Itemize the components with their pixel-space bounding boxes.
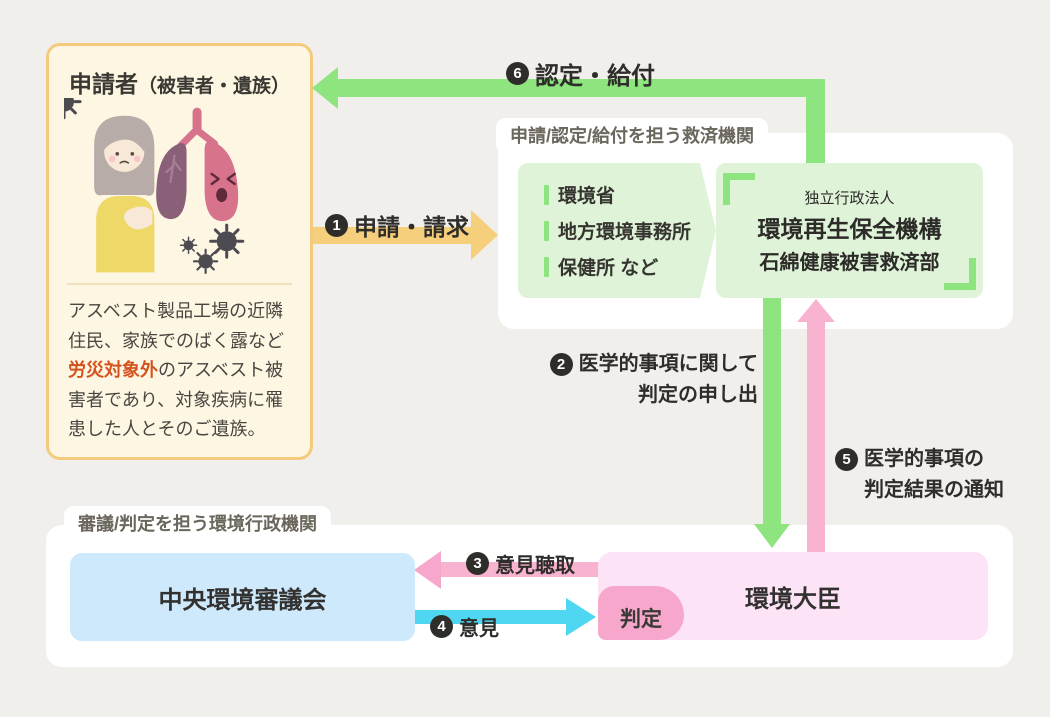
step1-number-badge: 1 [325,213,348,237]
applicant-card-divider [67,283,292,285]
agency-title: 環境再生保全機構 [757,215,942,242]
relief-agency-box: 独立行政法人 環境再生保全機構 石綿健康被害救済部 [716,163,983,298]
step4-label: 4 意見 [430,612,499,641]
gateway-item: 保健所 など [544,253,716,280]
step4-text: 意見 [459,618,499,640]
agency-department: 石綿健康被害救済部 [759,251,940,274]
applicant-illustration [64,98,245,274]
arrow-step6-vertical [806,79,825,167]
gateway-item-label: 保健所 など [558,258,659,279]
gateway-item-label: 環境省 [558,186,616,207]
environmental-admin-card-title: 審議/判定を担う環境行政機関 [64,506,331,542]
description-before: アスベスト製品工場の近隣住民、家族でのばく露など [68,301,284,351]
arrow-step5-up [807,321,825,552]
arrow-step1-application [313,227,473,244]
step6-label: 6 認定・給付 [506,56,655,91]
applicant-description: アスベスト製品工場の近隣住民、家族でのばく露など労災対象外のアスベスト被害者であ… [68,297,293,445]
arrow-step5-head-up-icon [797,299,835,322]
arrow-step3-head-left-icon [414,551,441,589]
step1-label: 1 申請・請求 [325,208,469,242]
step3-text: 意見聴取 [495,555,575,577]
list-marker-icon [544,257,549,277]
woman-figure [94,115,155,273]
step5-label: 5 医学的事項の 判定結果の通知 [835,444,1004,506]
environment-minister-box: 環境大臣 判定 [598,552,988,640]
gateway-item: 地方環境事務所 [544,217,716,244]
gateway-item-label: 地方環境事務所 [558,222,692,243]
minister-label: 環境大臣 [745,585,841,613]
step3-label: 3 意見聴取 [466,549,575,578]
step5-number-badge: 5 [835,448,858,471]
step2-label: 2 医学的事項に関して 判定の申し出 [500,349,758,411]
central-environment-council-box: 中央環境審議会 [70,553,415,641]
corner-bracket-top-left-icon [723,173,755,205]
step4-number-badge: 4 [430,615,453,638]
step2-number-badge: 2 [549,353,573,376]
arrow-step6-horizontal [336,79,825,97]
lungs-icon [156,107,239,222]
step1-text: 申請・請求 [354,214,469,240]
list-marker-icon [544,221,549,241]
arrow-step2-down [763,298,781,525]
step2-text-line1: 医学的事項に関して [578,353,758,375]
applicant-card-title: 申請者（被害者・遺族） [49,65,310,99]
applicant-title-sub: （被害者・遺族） [137,76,290,97]
list-marker-icon [544,185,549,205]
virus-particles-icon [64,98,245,274]
gateway-organizations-box: 環境省 地方環境事務所 保健所 など [518,163,716,298]
arrow-step4-right [415,610,568,624]
step5-text-line1: 医学的事項の [864,448,984,470]
corner-bracket-bottom-right-icon [944,258,976,290]
agency-subtitle: 独立行政法人 [804,189,895,207]
relief-agency-card-title: 申請/認定/給付を担う救済機関 [496,118,769,154]
gateway-item: 環境省 [544,181,716,208]
step3-number-badge: 3 [466,552,489,575]
arrow-step4-head-right-icon [566,598,596,636]
arrow-step2-head-down-icon [754,524,790,548]
arrow-step6-head-left-icon [312,67,338,109]
step2-text-line2: 判定の申し出 [638,384,758,406]
step5-text-line2: 判定結果の通知 [864,479,1004,501]
description-highlight: 労災対象外 [68,360,158,381]
applicant-card: 申請者（被害者・遺族） [46,43,313,460]
arrow-step1-head-right-icon [471,210,498,260]
step6-number-badge: 6 [506,62,529,85]
judgement-badge: 判定 [598,586,684,640]
step6-text: 認定・給付 [535,63,655,90]
description-after: のアスベスト被害者であり、対象疾病に罹患した人とそのご遺族。 [68,360,284,440]
applicant-title-main: 申請者 [68,71,138,97]
